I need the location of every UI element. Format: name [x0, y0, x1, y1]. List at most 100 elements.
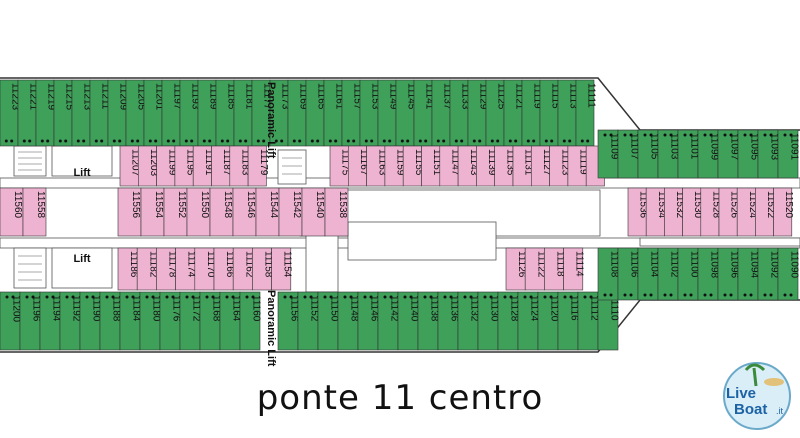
cabin-number: 11113	[568, 83, 579, 109]
cabin-11138: 11138	[417, 291, 440, 351]
berth-dot	[292, 139, 296, 143]
logo-island	[764, 378, 784, 386]
central-block	[347, 221, 497, 261]
panoramic-lift-label-upper: Panoramic Lift	[265, 82, 277, 159]
cabin-number: 11138	[429, 295, 440, 322]
cabin-number: 11546	[245, 191, 256, 219]
cabin-11133: 11133	[449, 79, 471, 147]
berth-dot	[383, 295, 387, 299]
cabin-number: 11194	[51, 295, 62, 322]
cabin-11164: 11164	[219, 291, 242, 351]
cabin-11105: 11105	[637, 129, 660, 179]
cabin-11142: 11142	[377, 291, 400, 351]
cabin-number: 11122	[535, 251, 546, 278]
berth-dot	[703, 293, 707, 297]
cabin-number: 11151	[431, 149, 442, 176]
cabin-number: 11167	[358, 149, 369, 176]
berth-dot	[51, 295, 55, 299]
cabin-11203: 11203	[138, 145, 159, 187]
berth-dot	[629, 133, 633, 137]
cabin-number: 11119	[532, 83, 543, 109]
cabin-11094: 11094	[737, 247, 760, 301]
cabin-number: 11181	[244, 83, 255, 110]
berth-dot	[388, 139, 392, 143]
cabin-11127: 11127	[530, 145, 552, 187]
cabin-number: 11127	[541, 149, 552, 176]
berth-dot	[723, 293, 727, 297]
cabin-number: 11183	[239, 149, 250, 176]
berth-dot	[171, 295, 175, 299]
cabin-11119: 11119	[567, 145, 589, 187]
cabin-number: 11205	[136, 83, 147, 111]
berth-dot	[609, 133, 613, 137]
berth-dot	[323, 295, 327, 299]
cabin-number: 11536	[638, 191, 649, 219]
berth-dot	[94, 139, 98, 143]
berth-dot	[145, 295, 149, 299]
cabin-number: 11140	[409, 295, 420, 322]
cabin-number: 11223	[10, 83, 21, 111]
berth-dot	[111, 295, 115, 299]
cabin-11532: 11532	[664, 187, 685, 237]
berth-dot	[343, 295, 347, 299]
berth-dot	[334, 139, 338, 143]
cabin-11207: 11207	[119, 145, 141, 187]
cabin-number: 11168	[211, 295, 222, 322]
berth-dot	[743, 293, 747, 297]
cabin-11182: 11182	[136, 247, 158, 291]
cabin-number: 11174	[186, 251, 197, 278]
berth-dot	[689, 293, 693, 297]
cabin-number: 11542	[291, 191, 302, 219]
berth-dot	[245, 295, 249, 299]
cabin-11215: 11215	[53, 79, 75, 147]
lift-label-lower: Lift	[73, 253, 90, 265]
logo-text-live: Live	[726, 385, 756, 402]
cabin-11193: 11193	[179, 79, 201, 147]
cabin-11153: 11153	[359, 79, 381, 147]
cabin-number: 11159	[395, 149, 406, 176]
berth-dot	[629, 293, 633, 297]
berth-dot	[442, 139, 446, 143]
cabin-11110: 11110	[597, 291, 620, 351]
berth-dot	[603, 293, 607, 297]
berth-dot	[184, 139, 188, 143]
berth-dot	[370, 139, 374, 143]
berth-dot	[65, 295, 69, 299]
cabin-number: 11532	[674, 191, 685, 219]
berth-dot	[543, 295, 547, 299]
berth-dot	[550, 139, 554, 143]
berth-dot	[483, 295, 487, 299]
berth-dot	[649, 133, 653, 137]
cabin-number: 11092	[769, 251, 780, 279]
berth-dot	[449, 295, 453, 299]
cabin-number: 11163	[376, 149, 387, 176]
cabin-11154: 11154	[271, 247, 293, 291]
berth-dot	[310, 139, 314, 143]
cabin-number: 11191	[203, 149, 214, 176]
cabin-11135: 11135	[494, 145, 515, 187]
cabin-11190: 11190	[79, 291, 102, 351]
cabin-11199: 11199	[156, 145, 177, 187]
cabin-number: 11107	[629, 133, 640, 160]
berth-dot	[683, 293, 687, 297]
berth-dot	[369, 295, 373, 299]
berth-dot	[436, 139, 440, 143]
berth-dot	[154, 139, 158, 143]
berth-dot	[298, 139, 302, 143]
cabin-number: 11103	[669, 133, 680, 160]
cabin-number: 11123	[559, 149, 570, 176]
cabin-11140: 11140	[397, 291, 420, 351]
berth-dot	[346, 139, 350, 143]
berth-dot	[749, 293, 753, 297]
cabin-11166: 11166	[213, 247, 235, 291]
cabin-number: 11112	[589, 295, 600, 321]
berth-dot	[382, 139, 386, 143]
cabin-number: 11108	[609, 251, 620, 278]
cabin-number: 11201	[154, 83, 165, 111]
cabin-11178: 11178	[156, 247, 178, 291]
berth-dot	[185, 295, 189, 299]
berth-dot	[723, 133, 727, 137]
berth-dot	[490, 139, 494, 143]
